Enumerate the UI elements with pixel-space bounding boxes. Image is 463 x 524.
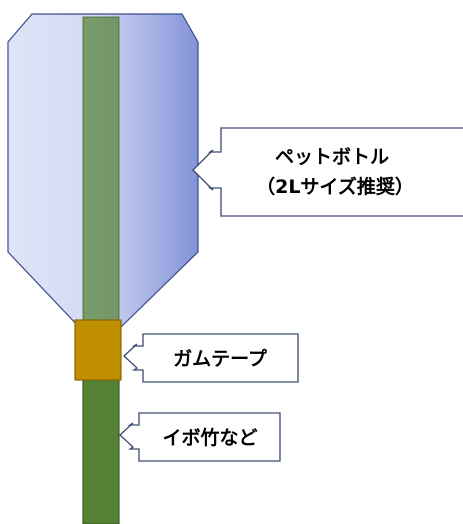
callout-bottle-box bbox=[192, 127, 463, 217]
bamboo-label: イボ竹など bbox=[162, 426, 257, 449]
gum-tape-band bbox=[74, 319, 122, 381]
tape-label: ガムテープ bbox=[173, 347, 268, 370]
callout-bamboo: イボ竹など bbox=[119, 412, 281, 462]
bamboo-pole-inside-bottle bbox=[82, 16, 120, 329]
callout-tape-box bbox=[123, 333, 299, 383]
bottle-label-line2: （2Lサイズ推奨） bbox=[256, 175, 414, 198]
callout-bottle: ペットボトル （2Lサイズ推奨） bbox=[192, 127, 463, 217]
bamboo-pole bbox=[82, 379, 120, 524]
bottle-label-line1: ペットボトル bbox=[275, 146, 389, 168]
callout-tape: ガムテープ bbox=[123, 333, 299, 383]
callout-bamboo-box bbox=[119, 412, 281, 462]
